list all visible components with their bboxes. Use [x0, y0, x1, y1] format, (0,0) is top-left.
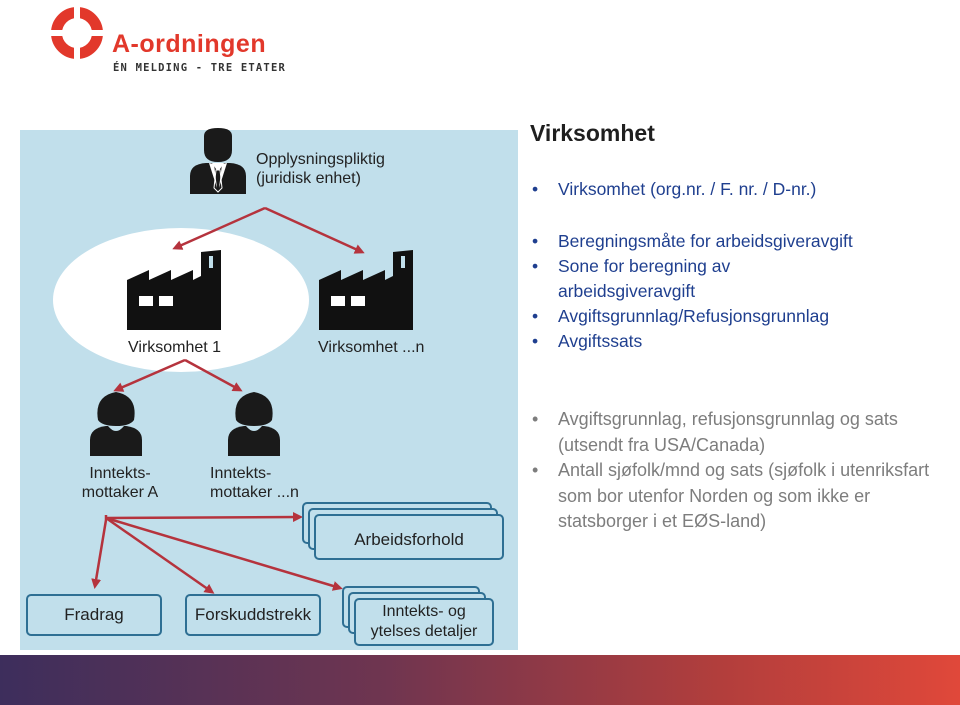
- deduction-label: Fradrag: [64, 605, 124, 624]
- factory-icon: [127, 250, 221, 330]
- section-title: Virksomhet: [530, 120, 655, 146]
- list-item: Virksomhet (org.nr. / F. nr. / D-nr.): [530, 177, 950, 202]
- employer-label: Opplysningspliktig (juridisk enhet): [256, 151, 385, 187]
- woman-icon: [90, 392, 142, 456]
- a-ordningen-logo-icon: [51, 7, 103, 59]
- factory-icon: [319, 250, 413, 330]
- employment-box[interactable]: Arbeidsforhold: [314, 514, 504, 560]
- list-item: Avgiftssats: [530, 329, 930, 354]
- list-item: Sone for beregning av arbeidsgiveravgift: [530, 254, 778, 304]
- logo-tagline: ÉN MELDING - TRE ETATER: [113, 62, 286, 74]
- businessman-icon: [190, 128, 246, 194]
- income-recipient-a-label: Inntekts- mottaker A: [81, 465, 159, 501]
- list-item: Avgiftsgrunnlag/Refusjonsgrunnlag: [530, 304, 930, 329]
- logo-wordmark: A-ordningen: [112, 30, 267, 58]
- woman-icon: [228, 392, 280, 456]
- income-details-label: Inntekts- og ytelses detaljer: [370, 603, 478, 640]
- deduction-box[interactable]: Fradrag: [26, 594, 162, 636]
- employment-label: Arbeidsforhold: [354, 530, 464, 549]
- income-details-box[interactable]: Inntekts- og ytelses detaljer: [354, 598, 494, 646]
- income-recipient-n-label: Inntekts- mottaker ...n: [210, 465, 299, 501]
- list-item: Antall sjøfolk/mnd og sats (sjøfolk i ut…: [530, 458, 938, 535]
- company-n-label: Virksomhet ...n: [318, 339, 425, 356]
- list-item: Beregningsmåte for arbeidsgiveravgift: [530, 229, 930, 254]
- diagram-panel: [20, 130, 518, 650]
- group-1-list: Virksomhet (org.nr. / F. nr. / D-nr.): [530, 177, 950, 202]
- footer-gradient-bar: [0, 655, 960, 705]
- withholding-box[interactable]: Forskuddstrekk: [185, 594, 321, 636]
- withholding-label: Forskuddstrekk: [194, 605, 312, 624]
- company-1-label: Virksomhet 1: [128, 339, 222, 356]
- list-item: Avgiftsgrunnlag, refusjonsgrunnlag og sa…: [530, 407, 938, 458]
- group-2-list: Beregningsmåte for arbeidsgiveravgift So…: [530, 229, 930, 354]
- group-3-list: Avgiftsgrunnlag, refusjonsgrunnlag og sa…: [530, 407, 938, 535]
